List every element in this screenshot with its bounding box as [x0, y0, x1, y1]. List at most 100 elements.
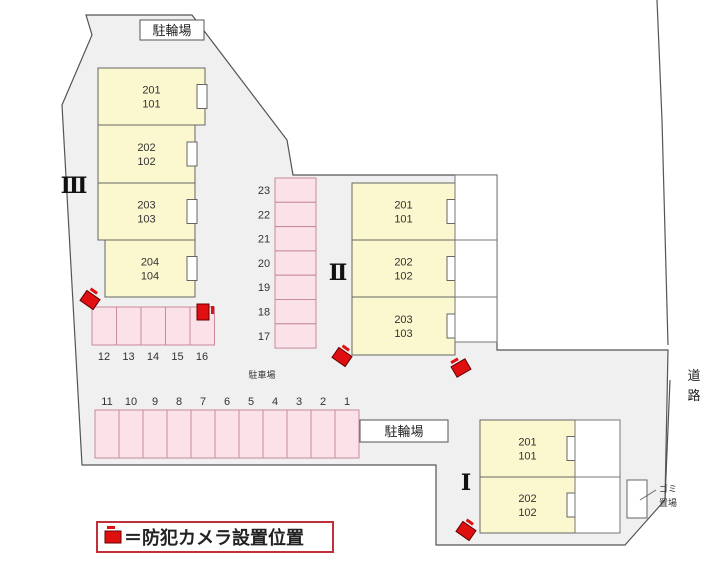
apartment-unit — [104, 239, 196, 298]
entrance — [196, 84, 208, 109]
leader-line — [639, 489, 657, 501]
parking-space — [274, 323, 317, 349]
apartment-unit — [351, 182, 456, 241]
unit-number-upper: 202 — [137, 142, 155, 154]
parking-space — [334, 409, 360, 459]
parking-number: 13 — [122, 351, 134, 363]
unit-number-upper: 203 — [394, 314, 412, 326]
building-label: Ⅲ — [61, 173, 88, 199]
security-camera-icon — [331, 344, 353, 368]
parking-space — [286, 409, 312, 459]
parking-number: 3 — [296, 396, 302, 408]
unit-number-upper: 202 — [518, 493, 536, 505]
bike-parking-label: 駐輪場 — [152, 23, 191, 39]
parking-space — [91, 306, 117, 346]
parking-number: 17 — [258, 331, 270, 343]
storage-area — [574, 419, 621, 478]
parking-number: 8 — [176, 396, 182, 408]
apartment-unit — [479, 476, 576, 534]
parking-number: 19 — [258, 282, 270, 294]
storage-area — [454, 296, 498, 343]
parking-number: 16 — [196, 351, 208, 363]
parking-number: 20 — [258, 258, 270, 270]
unit-number-lower: 103 — [394, 328, 412, 340]
bike-parking — [139, 19, 205, 41]
parking-number: 6 — [224, 396, 230, 408]
storage-area — [574, 476, 621, 534]
building-label: Ⅰ — [461, 470, 471, 496]
parking-number: 22 — [258, 209, 270, 221]
parking-space — [274, 250, 317, 276]
garbage-area — [626, 479, 648, 519]
road-edge-lower — [664, 379, 671, 501]
bike-parking-label: 駐輪場 — [384, 424, 423, 440]
unit-number-lower: 102 — [137, 156, 155, 168]
unit-number-lower: 102 — [518, 507, 536, 519]
unit-number-lower: 102 — [394, 271, 412, 283]
parking-space — [190, 409, 216, 459]
unit-number-upper: 203 — [137, 200, 155, 212]
parking-space — [165, 306, 191, 346]
parking-space — [166, 409, 192, 459]
parking-number: 14 — [147, 351, 159, 363]
parking-number: 7 — [200, 396, 206, 408]
building-label: Ⅱ — [329, 260, 348, 286]
unit-number-upper: 202 — [394, 257, 412, 269]
parking-number: 10 — [125, 396, 137, 408]
apartment-unit — [479, 419, 576, 478]
entrance — [186, 199, 198, 224]
legend-text: ＝防犯カメラ設置位置 — [124, 527, 304, 549]
parking-space — [274, 299, 317, 325]
apartment-unit — [351, 296, 456, 356]
parking-space — [274, 274, 317, 301]
parking-number: 15 — [171, 351, 183, 363]
parking-number: 23 — [258, 185, 270, 197]
parking-number: 12 — [98, 351, 110, 363]
parking-number: 1 — [344, 396, 350, 408]
security-camera-icon — [79, 287, 101, 311]
entrance — [186, 256, 198, 281]
unit-number-upper: 201 — [142, 85, 160, 97]
storage-area — [454, 239, 498, 298]
apartment-unit — [351, 239, 456, 298]
security-camera-icon — [104, 526, 122, 544]
parking-number: 5 — [248, 396, 254, 408]
legend-box — [96, 521, 334, 553]
parking-number: 2 — [320, 396, 326, 408]
road-label: 道 — [687, 369, 700, 384]
parking-number: 21 — [258, 234, 270, 246]
road-edge — [656, 0, 669, 346]
parking-number: 18 — [258, 307, 270, 319]
unit-number-upper: 201 — [394, 200, 412, 212]
parking-space — [274, 177, 317, 203]
garbage-label: ゴミ — [659, 483, 677, 495]
unit-number-lower: 101 — [142, 99, 160, 111]
parking-space — [274, 226, 317, 252]
parking-space — [238, 409, 264, 459]
parking-space — [94, 409, 120, 459]
security-camera-icon — [455, 518, 477, 542]
parking-space — [262, 409, 288, 459]
unit-number-lower: 104 — [141, 271, 159, 283]
unit-number-lower: 103 — [137, 214, 155, 226]
parking-lot-label: 駐車場 — [248, 369, 275, 381]
apartment-unit — [97, 124, 196, 184]
entrance — [186, 141, 198, 167]
apartment-unit — [97, 67, 206, 126]
parking-space — [310, 409, 336, 459]
unit-number-lower: 101 — [394, 214, 412, 226]
security-camera-icon — [196, 303, 214, 321]
garbage-label: 置場 — [659, 497, 677, 509]
unit-number-upper: 204 — [141, 257, 159, 269]
apartment-unit — [97, 182, 196, 241]
parking-number: 9 — [152, 396, 158, 408]
unit-number-upper: 201 — [518, 437, 536, 449]
parking-number: 11 — [101, 396, 112, 408]
road-label: 路 — [687, 388, 700, 404]
parking-space — [274, 201, 317, 228]
parking-space — [140, 306, 166, 346]
parking-space — [142, 409, 168, 459]
parking-space — [116, 306, 142, 346]
parking-space — [118, 409, 144, 459]
